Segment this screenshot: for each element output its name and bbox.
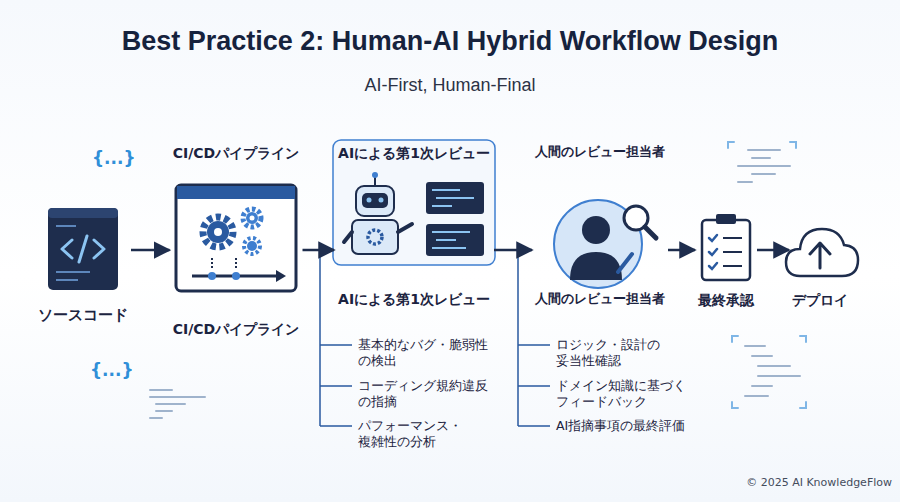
- bullet-text: AI指摘事項の最終評価: [556, 418, 716, 434]
- human-review-node: 人間のレビュー担当者人間のレビュー担当者: [532, 144, 668, 308]
- pipeline-node: CI/CDパイプライン CI/CDパイプライン: [170, 144, 303, 338]
- node-label: CI/CDパイプライン: [173, 144, 300, 162]
- node-label: CI/CDパイプライン: [173, 320, 300, 338]
- copyright: © 2025 AI KnowledgeFlow: [700, 476, 892, 490]
- node-label: 最終承認: [698, 291, 754, 309]
- deploy-cloud-icon: [786, 229, 858, 276]
- ai-review-panel: [333, 140, 495, 265]
- code-brace-icon: {...}: [90, 360, 150, 381]
- source-code-icon: [48, 208, 118, 290]
- node-label: 人間のレビュー担当者: [535, 144, 665, 161]
- bullet-text: ドメイン知識に基づくフィードバック: [556, 378, 688, 409]
- flow-arrow: [303, 249, 335, 252]
- bullet-text: パフォーマンス・複雑性の分析: [358, 418, 468, 449]
- ai-review-node: AIによる第1次レビュー AIによる第1次レビュー: [334, 144, 494, 308]
- code-snippet-decoration: [150, 142, 806, 418]
- human-reviewer-icon: [554, 200, 656, 288]
- title: Best Practice 2: Human-AI Hybrid Workflo…: [0, 26, 900, 57]
- node-label: デプロイ: [792, 291, 848, 309]
- flow-arrow: [494, 249, 532, 252]
- deploy-node: デプロイ: [789, 205, 851, 309]
- node-label: 人間のレビュー担当者: [535, 291, 665, 308]
- bullet-text: ロジック・設計の妥当性確認: [556, 337, 666, 368]
- flow-arrow: [668, 249, 695, 252]
- flow-arrow: [757, 249, 789, 252]
- approval-node: 最終承認: [695, 205, 757, 309]
- bullet-branch-lines: [320, 252, 550, 426]
- subtitle: AI-First, Human-Final: [0, 74, 900, 97]
- bullet-text: コーディング規約違反の指摘: [358, 378, 500, 409]
- code-brace-icon: {...}: [92, 148, 152, 169]
- approval-clipboard-icon: [702, 214, 750, 280]
- bullet-text: 基本的なバグ・脆弱性の検出: [358, 337, 488, 368]
- node-label: AIによる第1次レビュー: [338, 144, 490, 162]
- source-code-node: ソースコード: [35, 205, 131, 325]
- node-label: AIによる第1次レビュー: [338, 290, 490, 308]
- pipeline-window-icon: [176, 185, 296, 291]
- node-label: ソースコード: [38, 306, 128, 326]
- flow-arrow: [131, 249, 170, 252]
